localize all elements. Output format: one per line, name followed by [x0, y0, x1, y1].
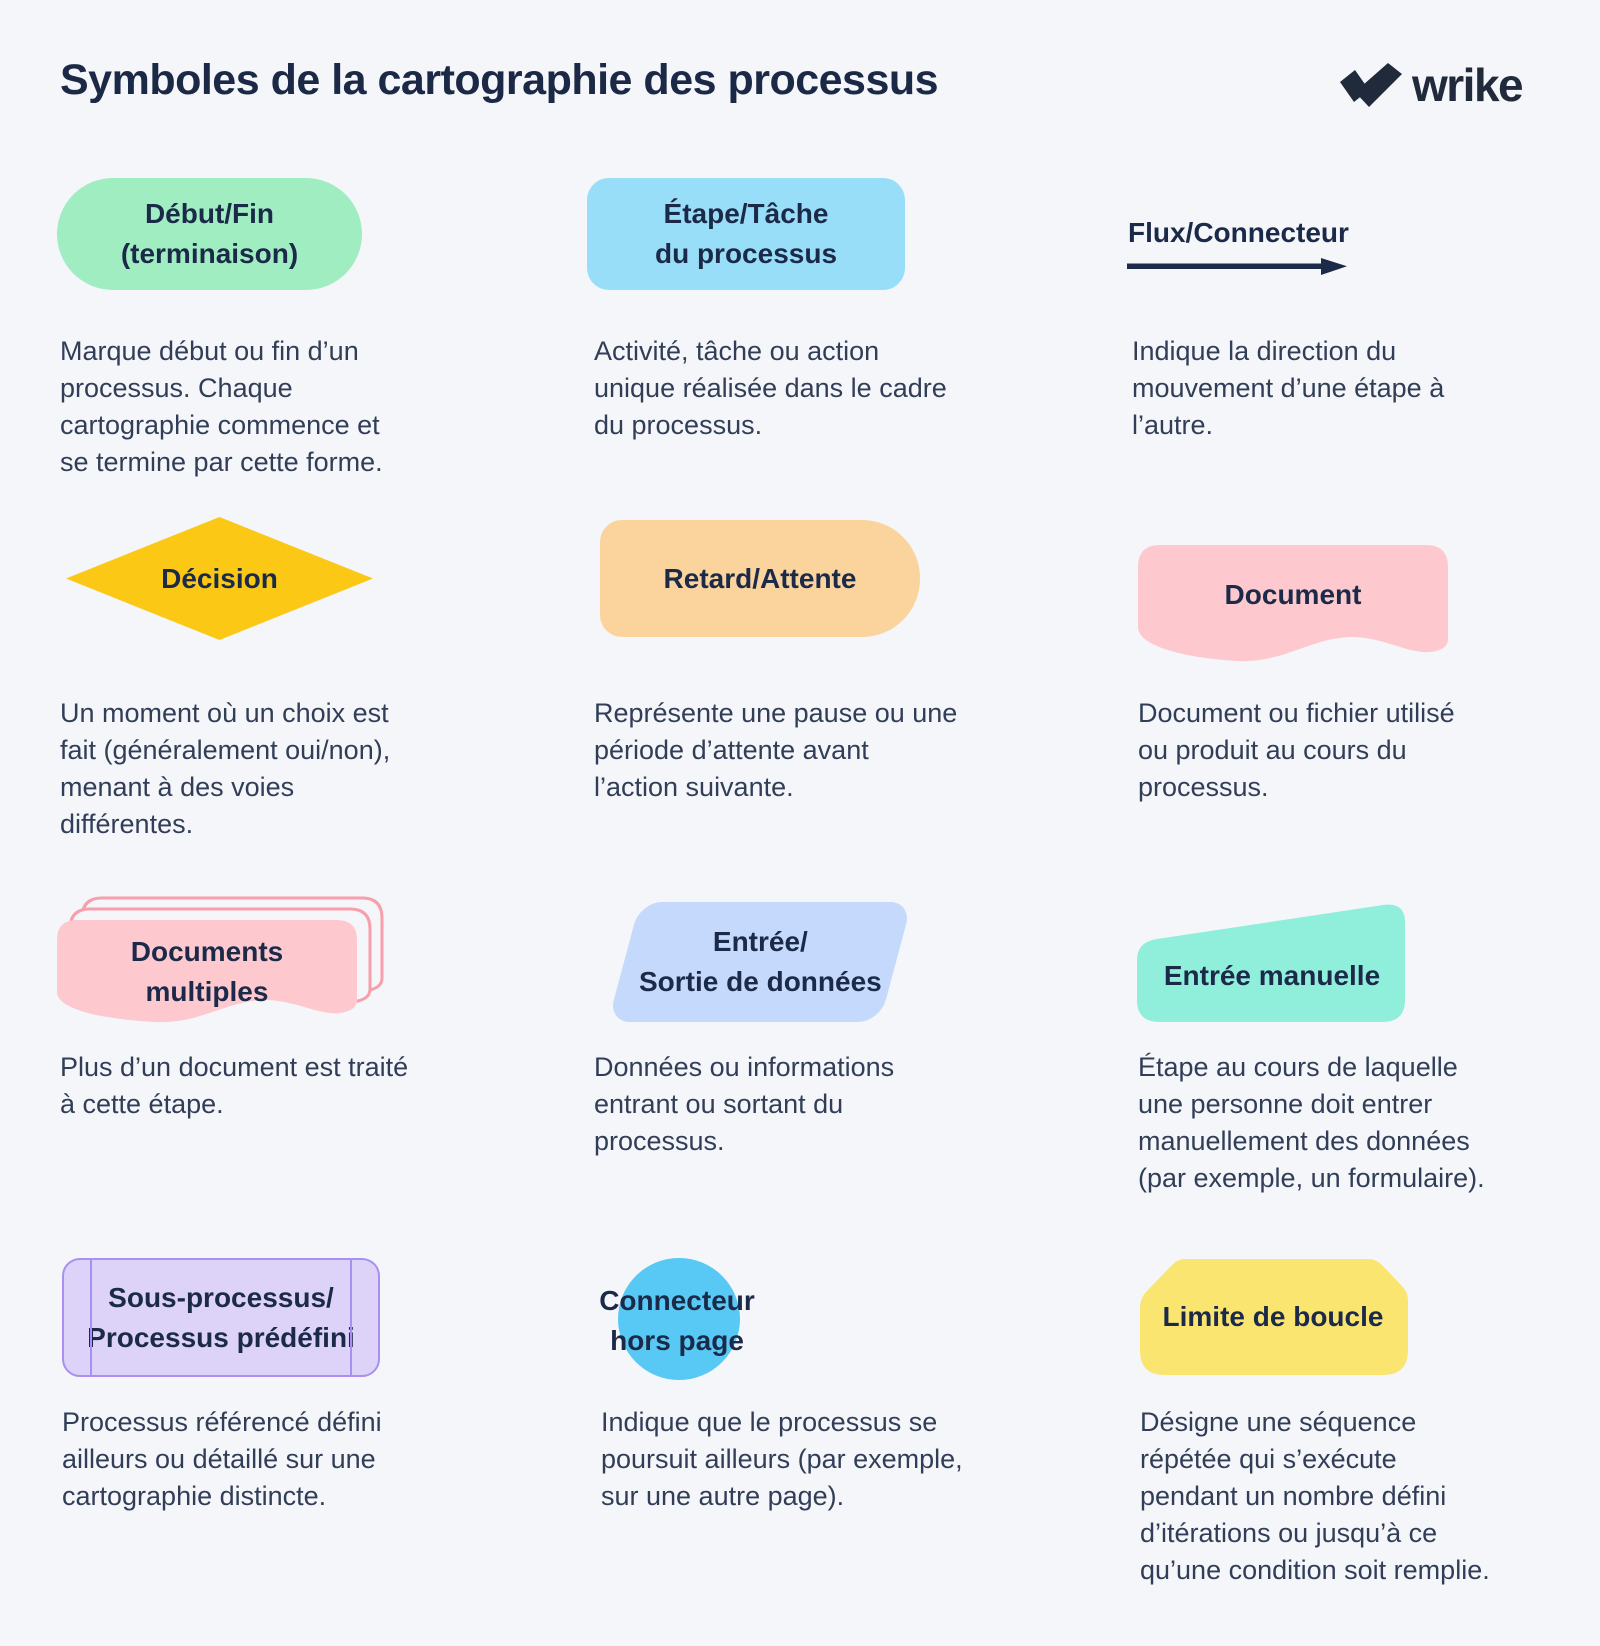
- loop-limit-shape: [1138, 1259, 1408, 1380]
- process-step-label: Étape/Tâche du processus: [654, 198, 838, 269]
- document-label-box: Document: [1138, 545, 1448, 645]
- manual-input-label-box: Entrée manuelle: [1137, 903, 1407, 1022]
- decision-label: Décision: [161, 562, 278, 594]
- subprocess-left-line: [90, 1260, 92, 1375]
- manual-input-shape: [1137, 903, 1407, 1030]
- document-shape: [1138, 545, 1448, 675]
- manual-input-description: Étape au cours de laquelle une personne …: [1138, 1052, 1485, 1193]
- flow-arrow-icon: [1127, 258, 1349, 281]
- wrike-check-icon: [1338, 63, 1402, 107]
- loop-limit-label-box: Limite de boucle: [1138, 1259, 1408, 1375]
- multiple-documents-label: Documents multiples: [130, 936, 284, 1007]
- data-input-output-description: Données ou informations entrant ou sorta…: [594, 1052, 895, 1156]
- terminator-shape: Début/Fin (terminaison): [57, 178, 362, 290]
- subprocess-shape: Sous-processus/ Processus prédéfini: [62, 1258, 380, 1377]
- document-description: Document ou fichier utilisé ou produit a…: [1138, 698, 1455, 802]
- offpage-connector-shape: [618, 1258, 740, 1380]
- delay-label: Retard/Attente: [663, 562, 857, 594]
- subprocess-right-line: [350, 1260, 352, 1375]
- wrike-logo-text: wrike: [1412, 59, 1524, 111]
- decision-shape: Décision: [66, 517, 373, 640]
- page-title: Symboles de la cartographie des processu…: [60, 56, 939, 104]
- terminator-description: Marque début ou fin d’un processus. Chaq…: [60, 336, 383, 477]
- multiple-documents-shape: [57, 896, 389, 1039]
- delay-shape: Retard/Attente: [600, 520, 920, 637]
- subprocess-description: Processus référencé défini ailleurs ou d…: [62, 1407, 382, 1511]
- offpage-connector-description: Indique que le processus se poursuit ail…: [601, 1407, 963, 1511]
- process-step-shape: Étape/Tâche du processus: [587, 178, 905, 290]
- data-input-output-shape: Entrée/ Sortie de données: [607, 902, 913, 1022]
- wrike-logo: wrike: [1338, 59, 1524, 111]
- offpage-connector-label: Connecteur hors page: [599, 1285, 755, 1356]
- delay-description: Représente une pause ou une période d’at…: [594, 698, 958, 802]
- loop-limit-description: Désigne une séquence répétée qui s’exécu…: [1140, 1407, 1490, 1585]
- subprocess-label: Sous-processus/ Processus prédéfini: [87, 1281, 355, 1353]
- loop-limit-label: Limite de boucle: [1162, 1301, 1384, 1332]
- flow-connector-description: Indique la direction du mouvement d’une …: [1132, 336, 1445, 440]
- flow-connector-label: Flux/Connecteur: [1128, 217, 1349, 248]
- multiple-documents-description: Plus d’un document est traité à cette ét…: [60, 1052, 409, 1119]
- process-step-description: Activité, tâche ou action unique réalisé…: [594, 336, 947, 440]
- terminator-label: Début/Fin (terminaison): [120, 198, 299, 269]
- document-label: Document: [1224, 579, 1362, 610]
- multiple-documents-label-box: Documents multiples: [57, 920, 357, 1024]
- data-input-output-label: Entrée/ Sortie de données: [638, 926, 882, 997]
- manual-input-label: Entrée manuelle: [1163, 959, 1381, 991]
- decision-description: Un moment où un choix est fait (générale…: [60, 698, 391, 839]
